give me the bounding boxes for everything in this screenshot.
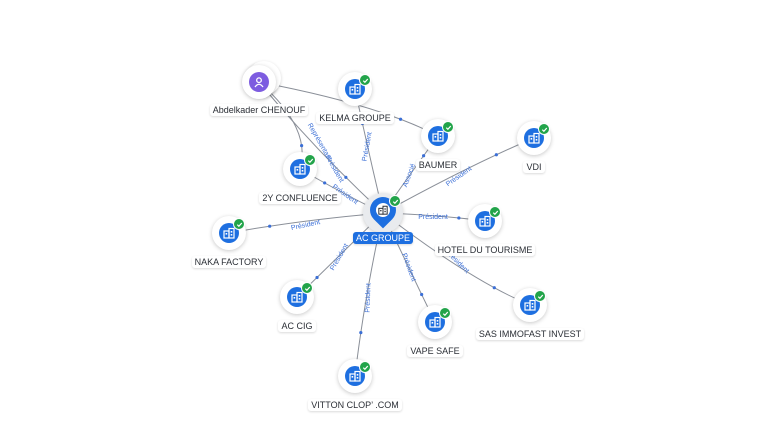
- edge-arrow-ac-2y: [323, 181, 327, 185]
- node-label: VITTON CLOP’ .COM: [308, 399, 402, 411]
- node-label: NAKA FACTORY: [191, 256, 267, 268]
- edge-person-ac: [258, 81, 384, 214]
- edge-arrow-ac-immofast: [492, 286, 496, 290]
- node-label: BAUMER: [415, 159, 461, 171]
- verified-check-icon: [538, 123, 550, 135]
- edge-arrow-ac-vape: [420, 292, 424, 297]
- edge-label-ac-vitton: Président: [364, 283, 372, 313]
- verified-check-icon: [534, 290, 546, 302]
- node-label: VAPE SAFE: [407, 345, 463, 357]
- verified-check-icon: [304, 154, 316, 166]
- edge-label-ac-accig: Président: [329, 243, 350, 272]
- verified-check-icon: [359, 74, 371, 86]
- node-label: HOTEL DU TOURISME: [434, 244, 536, 256]
- edge-arrow-person-ac: [344, 175, 348, 179]
- edge-arrow-ac-accig: [315, 275, 319, 280]
- node-label: SAS IMMOFAST INVEST: [475, 328, 585, 340]
- edge-arrow-ac-vdi: [494, 153, 498, 157]
- node-label: AC CIG: [278, 320, 316, 332]
- edge-arrow-ac-baumer: [422, 154, 426, 158]
- verified-check-icon: [489, 206, 501, 218]
- edge-arrow-person-baumer: [398, 117, 403, 121]
- node-label: AC GROUPE: [352, 232, 413, 244]
- person-icon: [249, 72, 269, 92]
- edge-arrow-ac-hotel: [457, 216, 461, 220]
- edge-arrow-ac-naka: [268, 224, 272, 228]
- company-icon: [376, 203, 390, 217]
- verified-check-icon: [301, 282, 313, 294]
- verified-check-icon: [233, 218, 245, 230]
- verified-check-icon: [389, 195, 401, 207]
- verified-check-icon: [439, 307, 451, 319]
- edge-arrow-person-2y: [300, 144, 304, 148]
- node-label: 2Y CONFLUENCE: [259, 192, 341, 204]
- node-label: Abdelkader CHENOUF: [209, 104, 309, 116]
- edge-arrow-ac-vitton: [359, 330, 363, 335]
- node-label: KELMA GROUPE: [316, 112, 394, 124]
- verified-check-icon: [359, 361, 371, 373]
- edge-label-ac-hotel: Président: [418, 214, 448, 221]
- verified-check-icon: [442, 121, 454, 133]
- node-label: VDI: [523, 161, 545, 173]
